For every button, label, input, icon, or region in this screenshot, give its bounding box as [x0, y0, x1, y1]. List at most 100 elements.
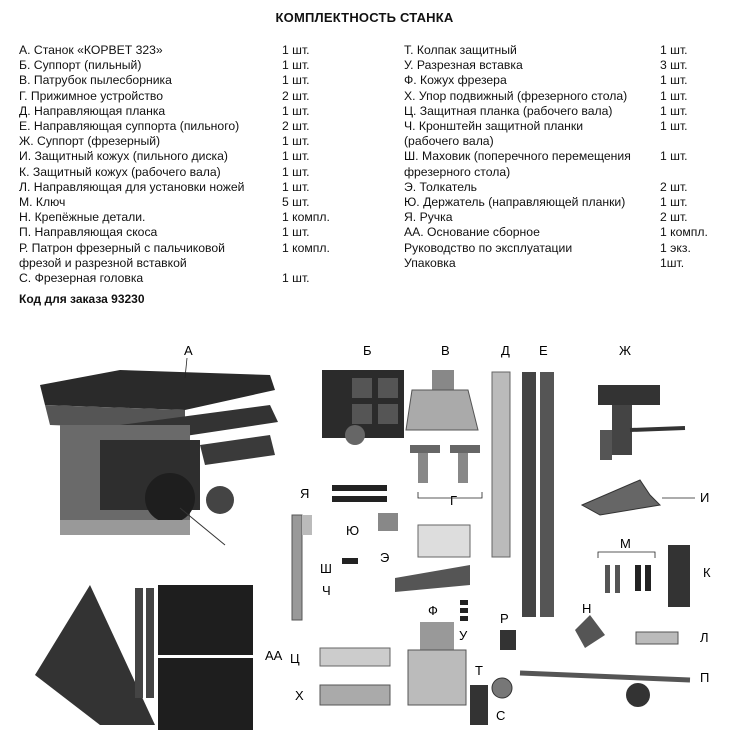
- item-name: Л. Направляющая для установки ножей: [19, 179, 245, 194]
- item-name: П. Направляющая скоса: [19, 225, 158, 240]
- right-list-item: Руководство по эксплуатации 1 экз.: [404, 241, 724, 256]
- item-quantity: 1 шт.: [660, 73, 688, 88]
- item-name: Упаковка: [404, 255, 456, 270]
- label-p: П: [700, 670, 709, 685]
- item-quantity: 1 шт.: [282, 149, 310, 164]
- label-aa: АА: [265, 648, 283, 663]
- left-list-item: А. Станок «КОРВЕТ 323»1 шт.: [19, 43, 379, 58]
- item-name: М. Ключ: [19, 195, 66, 210]
- parts-illustration: А Б В Д Е Ж Г Я: [35, 343, 711, 730]
- page-title: КОМПЛЕКТНОСТЬ СТАНКА: [275, 10, 454, 25]
- item-name: С. Фрезерная головка: [19, 271, 144, 286]
- pusher-illustration: [395, 524, 471, 592]
- label-ch: Ч: [322, 583, 331, 598]
- item-quantity: 1шт.: [660, 255, 685, 270]
- wrenches-illustration: [605, 565, 651, 593]
- label-s: С: [496, 708, 505, 723]
- label-d: Д: [501, 343, 510, 358]
- item-quantity: 3 шт.: [660, 58, 688, 73]
- insert-illustration: [460, 600, 468, 621]
- label-u: У: [459, 628, 468, 643]
- item-name: фрезерного стола): [404, 164, 511, 179]
- cap-illustration: [470, 685, 488, 725]
- item-quantity: 1 компл.: [282, 240, 330, 255]
- item-name: В. Патрубок пылесборника: [19, 73, 172, 88]
- label-l: Л: [700, 630, 709, 645]
- item-quantity: 1 шт.: [282, 43, 310, 57]
- right-list-item: Ч. Кронштейн защитной планки 1 шт.: [404, 119, 724, 134]
- handle-illustration: [332, 485, 387, 502]
- item-name: Е. Направляющая суппорта (пильного): [19, 119, 240, 134]
- guide-bar-illustration: [491, 371, 511, 558]
- item-name: У. Разрезная вставка: [404, 58, 523, 73]
- item-name: Ш. Маховик (поперечного перемещения: [404, 149, 631, 164]
- right-list-item: Ш. Маховик (поперечного перемещения 1 шт.: [404, 149, 724, 164]
- item-quantity: 1 шт.: [660, 88, 688, 103]
- label-ts: Ц: [290, 651, 300, 666]
- item-quantity: 1 компл.: [282, 210, 330, 225]
- label-ya: Я: [300, 486, 309, 501]
- item-quantity: 1 шт.: [660, 119, 688, 134]
- milling-head-illustration: [491, 677, 513, 699]
- item-name: Б. Суппорт (пильный): [19, 58, 142, 73]
- saw-support-illustration: [322, 370, 404, 445]
- right-list-item: фрезерного стола): [404, 165, 724, 180]
- item-name: АА. Основание сборное: [404, 225, 540, 240]
- miter-guide-illustration: [519, 670, 691, 707]
- support-guide-illustration-1: [522, 372, 536, 617]
- label-yu: Ю: [346, 523, 359, 538]
- label-zh: Ж: [619, 343, 631, 358]
- item-quantity: 1 шт.: [282, 73, 310, 88]
- item-name: И. Защитный кожух (пильного диска): [19, 149, 228, 164]
- item-quantity: 1 шт.: [282, 164, 310, 179]
- base-illustration: [35, 585, 253, 730]
- left-list-item: Н. Крепёжные детали. 1 компл.: [19, 210, 379, 225]
- item-name: Р. Патрон фрезерный с пальчиковой: [19, 240, 225, 255]
- label-sh: Ш: [320, 561, 332, 576]
- item-quantity: 1 шт.: [282, 225, 310, 240]
- item-quantity: 1 экз.: [660, 240, 691, 255]
- right-list-item: Упаковка 1шт.: [404, 256, 724, 271]
- item-name: Руководство по эксплуатации: [404, 240, 573, 255]
- machine-illustration: [40, 370, 278, 546]
- handwheel-illustration: [342, 558, 358, 564]
- right-list-item: Ю. Держатель (направляющей планки)1 шт.: [404, 195, 724, 210]
- item-name: Ч. Кронштейн защитной планки: [404, 119, 584, 134]
- item-name: К. Защитный кожух (рабочего вала): [19, 164, 221, 179]
- label-a: А: [184, 343, 193, 358]
- left-list-item: Р. Патрон фрезерный с пальчиковой 1 компл…: [19, 241, 379, 256]
- item-quantity: 1 шт.: [660, 149, 688, 164]
- item-quantity: 2 шт.: [660, 210, 688, 225]
- parts-list-left: А. Станок «КОРВЕТ 323»1 шт.Б. Суппорт (п…: [19, 43, 379, 286]
- item-name: Н. Крепёжные детали.: [19, 210, 146, 225]
- saw-guard-illustration: [580, 479, 662, 516]
- clamp-illustration: [410, 445, 480, 483]
- item-name: Д. Направляющая планка: [19, 103, 166, 118]
- bracket-illustration: [291, 514, 312, 621]
- label-kh: Х: [295, 688, 304, 703]
- hardware-illustration: [575, 615, 605, 648]
- chuck-illustration: [500, 630, 516, 650]
- label-k: К: [703, 565, 711, 580]
- milling-cover-illustration: [407, 622, 467, 706]
- shaft-guard-illustration: [668, 545, 690, 607]
- label-m: М: [620, 536, 631, 551]
- item-name: Ю. Держатель (направляющей планки): [404, 195, 626, 210]
- item-quantity: 1 шт.: [660, 103, 688, 118]
- item-name: Г. Прижимное устройство: [19, 88, 164, 103]
- label-t: Т: [475, 663, 483, 678]
- left-list-item: фрезой и разрезной вставкой: [19, 256, 379, 271]
- label-g: Г: [450, 493, 457, 508]
- left-list-item: Е. Направляющая суппорта (пильного) 2 шт.: [19, 119, 379, 134]
- item-quantity: 2 шт.: [660, 179, 688, 194]
- label-v: В: [441, 343, 450, 358]
- item-quantity: 1 шт.: [282, 134, 310, 149]
- item-name: Х. Упор подвижный (фрезерного стола): [404, 88, 628, 103]
- knife-guide-illustration: [635, 631, 679, 645]
- holder-illustration: [378, 513, 398, 531]
- item-quantity: 2 шт.: [282, 119, 310, 134]
